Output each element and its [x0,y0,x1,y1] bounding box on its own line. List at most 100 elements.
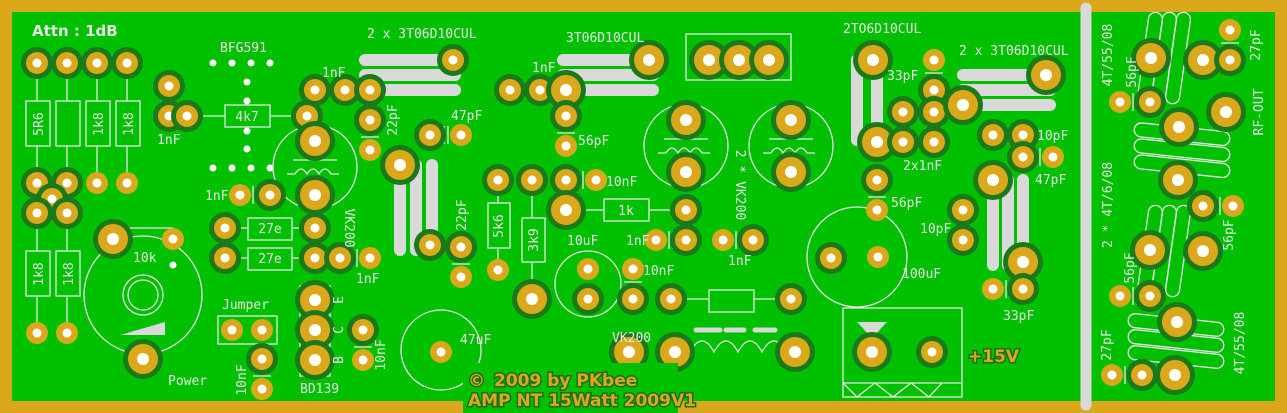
pad-hole [591,175,601,185]
via [243,97,251,105]
pad-hole [220,223,230,233]
label-coil: 2 x 3T06D10CUL [367,27,477,42]
pad-hole [748,235,758,245]
component-outline [115,100,141,147]
label-c-10pf: 10pF [920,222,951,237]
label-c-10nf: 10nF [643,264,674,279]
pad-hole [651,235,661,245]
pad-hole [643,54,655,66]
pad-hole [505,85,515,95]
pad-hole [526,293,538,305]
pad-hole [785,114,797,126]
label-r-3k9: 3k9 [527,228,542,251]
label-c-1nf: 1nF [205,189,229,204]
label-bd139: BD139 [300,382,339,397]
pad-hole [1115,97,1125,107]
label-coil: 4T/55/08 [1101,24,1116,87]
pad-hole [583,264,593,274]
pad-hole [309,354,321,366]
pad-hole [1144,244,1156,256]
pad-hole [310,223,320,233]
pad-hole [786,294,796,304]
pad-hole [310,85,320,95]
pad-hole [456,272,466,282]
pad-hole [866,346,878,358]
pad-hole [872,175,882,185]
pad-hole [1145,52,1157,64]
label-c-56pf: 56pF [1125,56,1140,87]
via [243,127,251,135]
terminal-base [842,382,962,398]
pad-hole [47,194,57,204]
pad-hole [987,174,999,186]
component-outline [400,309,482,391]
label-c-56pf: 56pF [578,134,609,149]
label-c-56pf: 56pF [1222,219,1237,250]
pad-hole [535,85,545,95]
label-r-1k8: 1k8 [62,262,77,285]
pad-hole [309,294,321,306]
pad-hole [1040,69,1052,81]
pad-hole [235,190,245,200]
label-c-10nf: 10nF [235,364,250,395]
pad-hole [703,54,715,66]
label-r-27e: 27e [258,252,282,267]
pad-hole [1137,370,1147,380]
component-outline [25,250,51,297]
pad-hole [733,54,745,66]
pad-hole [1115,291,1125,301]
pad-hole [1172,174,1184,186]
pad-hole [872,205,882,215]
pad-hole [763,54,775,66]
pad-hole [826,253,836,263]
pad-hole [1228,201,1238,211]
pad-hole [32,328,42,338]
pad-hole [62,328,72,338]
pad-hole [335,253,345,263]
label-rf-out: RF-OUT [1252,88,1267,135]
pad-hole [164,81,174,91]
board-border-right [1275,0,1287,413]
board-title: AMP NT 15Watt 2009V1 [468,391,696,411]
vias [169,59,274,269]
via [209,59,217,67]
pad-hole [561,111,571,121]
pad-hole [1145,291,1155,301]
pad-hole [227,325,237,335]
pad-hole [958,235,968,245]
label-c-56pf: 56pF [1123,252,1138,283]
pad-hole [456,130,466,140]
label-c-10pf: 10pF [1037,129,1068,144]
pad-hole [666,294,676,304]
pad-hole [436,347,446,357]
label-vk200-pair: 2 * VK200 [732,150,747,220]
pad-hole [309,189,321,201]
pad-hole [560,204,572,216]
label-coil: 2TO6D10CUL [843,22,921,37]
copyright-text: 2009 by PKbee [494,371,637,391]
pad-hole [32,178,42,188]
label-r-5r6: 5R6 [32,112,47,135]
pad-hole [1197,54,1209,66]
pad-hole [493,175,503,185]
pad-hole [32,58,42,68]
pad-hole [1225,25,1235,35]
pad-hole [265,190,275,200]
component-outline [55,250,81,297]
via [266,59,274,67]
pad-hole [560,84,572,96]
pad-hole [1048,152,1058,162]
pad-hole [681,235,691,245]
pad-hole [680,114,692,126]
label-c-27pf: 27pF [1249,29,1264,60]
label-c-47uf: 47uF [460,333,491,348]
label-c-100uf: 100uF [902,267,941,282]
pad-hole [785,166,797,178]
pad-hole [137,353,149,365]
terminal-arrow [857,322,887,338]
pad-hole [92,178,102,188]
via [228,164,236,172]
label-c-22pf: 22pF [386,104,401,135]
pad-hole [257,354,267,364]
label-r-1k8: 1k8 [92,112,107,135]
